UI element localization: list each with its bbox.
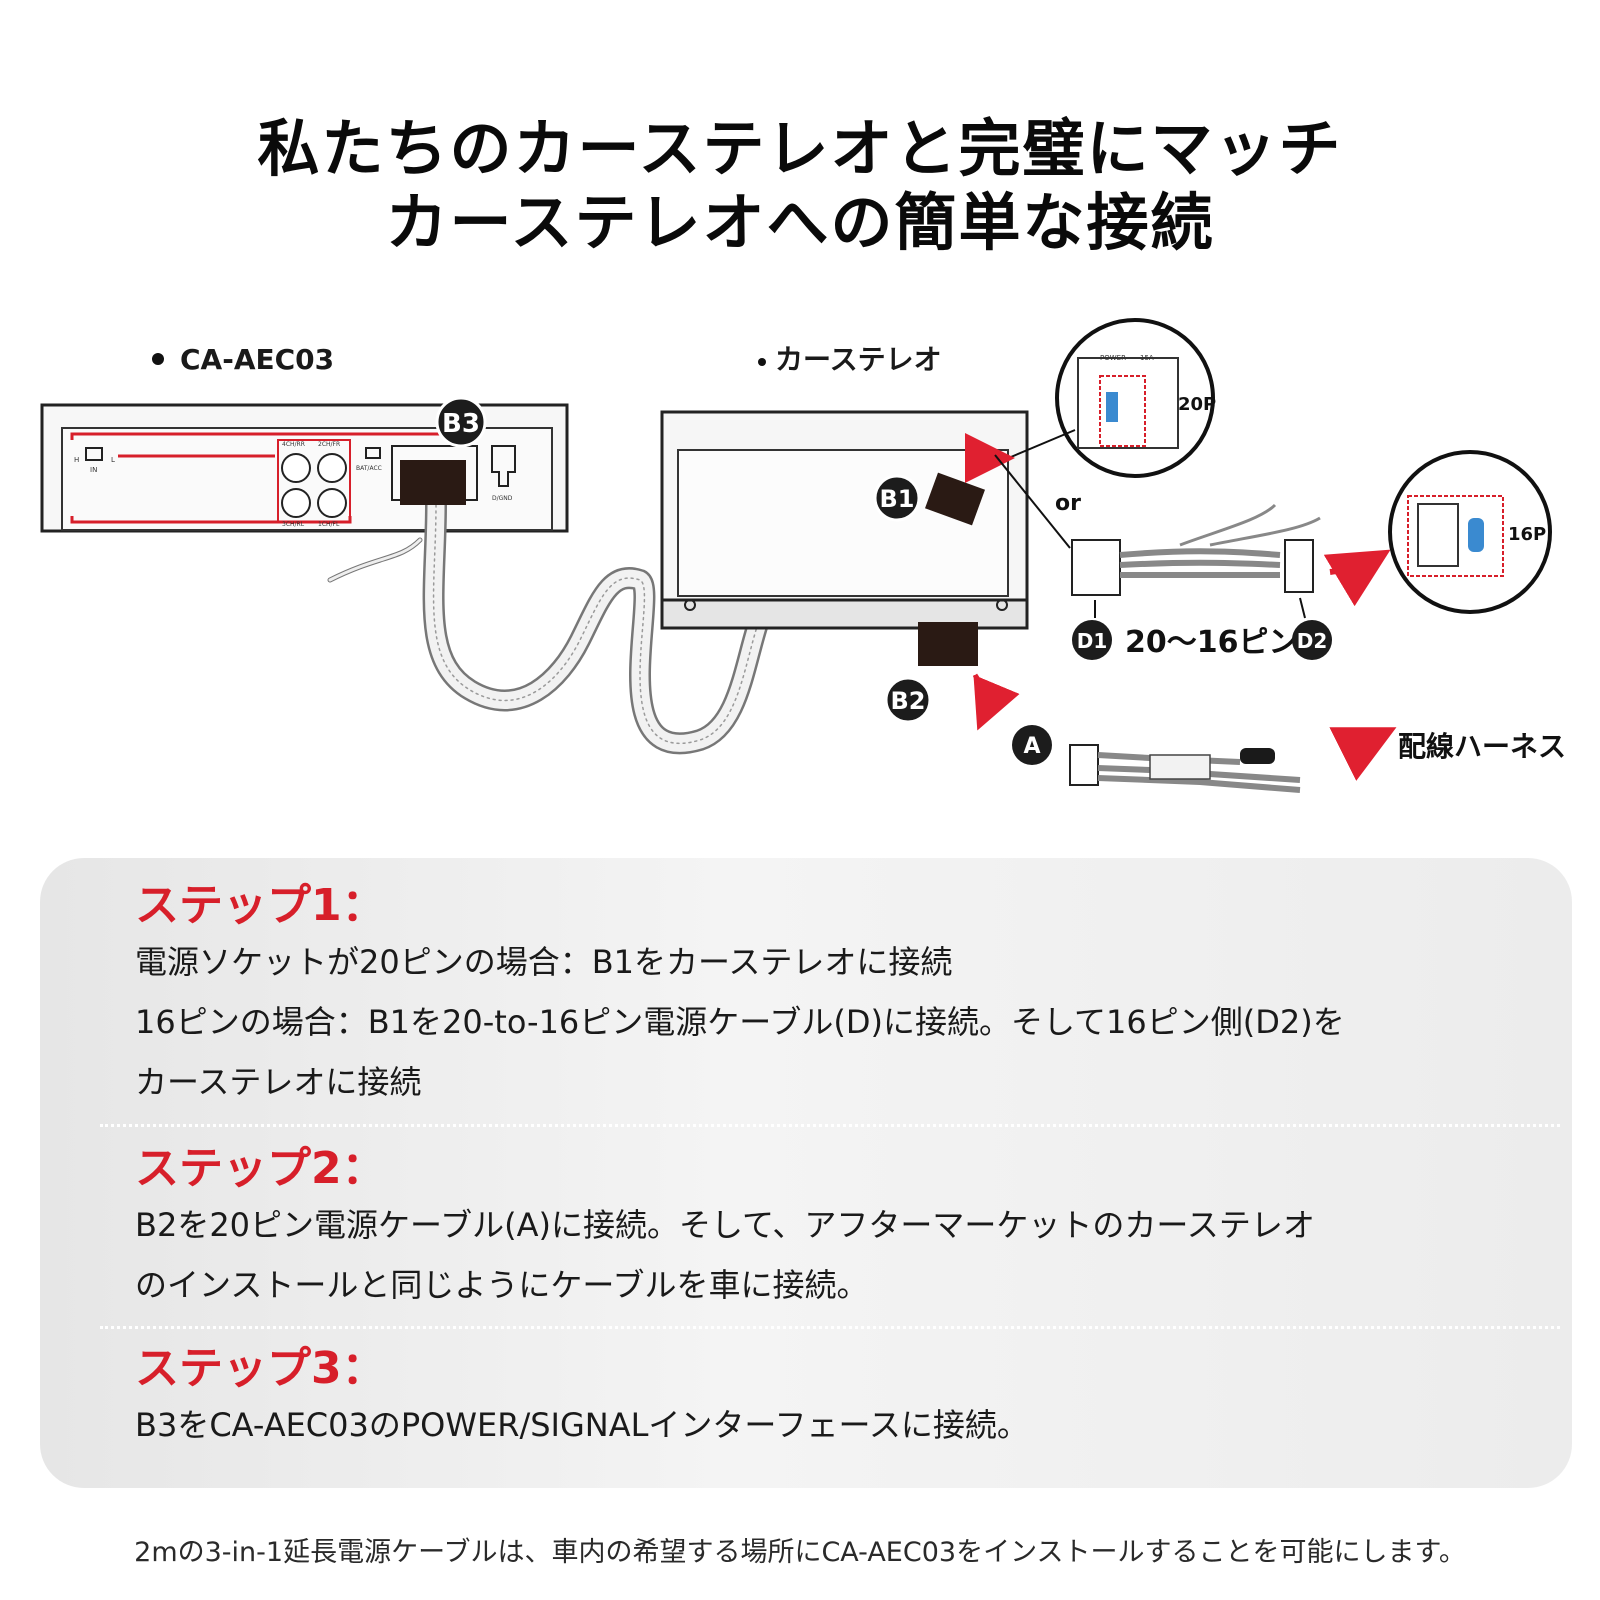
step-2-title: ステップ2： bbox=[135, 1143, 386, 1194]
callout-b3-text: B3 bbox=[442, 409, 480, 439]
port-label-2ch: 2CH/FR bbox=[318, 441, 340, 448]
red-arrow-icon bbox=[1323, 549, 1391, 607]
harness-plug bbox=[1069, 744, 1099, 786]
rca-jack-icon bbox=[281, 488, 311, 518]
adapter-cable: D1 20〜16ピン D2 bbox=[1071, 503, 1391, 660]
zoom-20p: POWER 15A 20P bbox=[964, 318, 1216, 484]
port-label-1ch: 1CH/FL bbox=[318, 521, 340, 528]
callout-d1-text: D1 bbox=[1077, 629, 1108, 653]
step-1-line-3: カーステレオに接続 bbox=[135, 1063, 422, 1101]
adapter-label: 20〜16ピン bbox=[1125, 625, 1299, 660]
socket-frame bbox=[1417, 503, 1459, 567]
device-label: CA-AEC03 bbox=[180, 343, 334, 376]
callout-a bbox=[1012, 725, 1052, 765]
port-label-h: H bbox=[74, 456, 79, 464]
port-label-dgnd: D/GND bbox=[492, 495, 513, 502]
red-arrow-icon bbox=[1329, 727, 1397, 781]
step-2-line-2: のインストールと同じようにケーブルを車に接続。 bbox=[135, 1266, 869, 1304]
pin16-label: 16P bbox=[1508, 524, 1546, 545]
socket-frame bbox=[1077, 357, 1179, 449]
port-label-bat: BAT/ACC bbox=[356, 465, 382, 472]
adapter-plug-d2 bbox=[1284, 539, 1314, 593]
leader-line bbox=[994, 454, 1071, 549]
red-arrow-icon bbox=[972, 673, 1020, 731]
stereo-rear-panel bbox=[677, 449, 1009, 597]
callout-b1-text: B1 bbox=[880, 485, 915, 513]
step-1-line-2: 16ピンの場合：B1を20-to-16ピン電源ケーブル(D)に接続。そして16ピ… bbox=[135, 1003, 1345, 1041]
connection-diagram: CA-AEC03 H L IN 4CH/RR 2CH/FR 3CH/RL 1CH… bbox=[40, 318, 1566, 793]
port-label-l: L bbox=[111, 456, 115, 464]
steps-panel: ステップ1： 電源ソケットが20ピンの場合：B1をカーステレオに接続 16ピンの… bbox=[40, 858, 1572, 1488]
fuse-label: 15A bbox=[1140, 354, 1154, 362]
dotted-divider bbox=[100, 1124, 1560, 1127]
bullet-icon bbox=[758, 358, 766, 366]
switch-icon bbox=[85, 447, 103, 461]
harness-antenna-plug bbox=[1240, 748, 1275, 764]
screw-icon bbox=[996, 599, 1008, 611]
rca-jack-icon bbox=[281, 453, 311, 483]
dotted-divider bbox=[100, 1326, 1560, 1329]
step-2: ステップ2： B2を20ピン電源ケーブル(A)に接続。そして、アフターマーケット… bbox=[135, 1143, 1515, 1315]
callout-b2-text: B2 bbox=[891, 687, 926, 715]
rca-frame bbox=[277, 439, 351, 523]
callout-b2 bbox=[884, 676, 932, 724]
callout-d1 bbox=[1072, 620, 1112, 660]
connector-b3 bbox=[400, 460, 466, 505]
wiring-harness: A 配線ハーネス bbox=[972, 673, 1566, 793]
rca-jack-icon bbox=[317, 488, 347, 518]
callout-b1 bbox=[873, 474, 921, 522]
step-1: ステップ1： 電源ソケットが20ピンの場合：B1をカーステレオに接続 16ピンの… bbox=[135, 880, 1515, 1112]
harness-sleeve bbox=[1149, 754, 1211, 780]
red-highlight bbox=[1099, 375, 1146, 447]
red-highlight bbox=[1407, 495, 1504, 577]
port-label-3ch: 3CH/RL bbox=[282, 521, 305, 528]
acc-switch-icon bbox=[365, 447, 381, 459]
leader-line bbox=[1299, 597, 1306, 619]
step-3: ステップ3： B3をCA-AEC03のPOWER/SIGNALインターフェースに… bbox=[135, 1343, 1515, 1455]
harness-label: 配線ハーネス bbox=[1398, 730, 1566, 763]
callout-b3 bbox=[435, 396, 487, 448]
device-panel bbox=[61, 427, 553, 531]
adapter-plug-d1 bbox=[1071, 539, 1121, 596]
bullet-icon bbox=[152, 353, 164, 365]
headline-line-2: カーステレオへの簡単な接続 bbox=[385, 186, 1215, 259]
port-label-4ch: 4CH/RR bbox=[282, 441, 305, 448]
step-1-title: ステップ1： bbox=[135, 880, 386, 931]
step-3-line-1: B3をCA-AEC03のPOWER/SIGNALインターフェースに接続。 bbox=[135, 1406, 1029, 1444]
footnote: 2mの3-in-1延長電源ケーブルは、車内の希望する場所にCA-AEC03をイン… bbox=[134, 1537, 1466, 1568]
step-3-title: ステップ3： bbox=[135, 1343, 386, 1394]
screw-icon bbox=[684, 599, 696, 611]
ground-terminal-icon bbox=[491, 445, 516, 487]
callout-a-text: A bbox=[1023, 734, 1040, 759]
callout-d2-text: D2 bbox=[1297, 629, 1328, 653]
headline-line-1: 私たちのカーステレオと完璧にマッチ bbox=[257, 112, 1343, 185]
power-label: POWER bbox=[1100, 354, 1126, 362]
red-arrow-icon bbox=[964, 433, 1015, 484]
blue-slot bbox=[1468, 518, 1484, 552]
callout-d2 bbox=[1292, 620, 1332, 660]
port-label-in: IN bbox=[90, 466, 97, 474]
step-2-line-1: B2を20ピン電源ケーブル(A)に接続。そして、アフターマーケットのカーステレオ bbox=[135, 1206, 1315, 1244]
or-label: or bbox=[1055, 491, 1081, 516]
zoom-16p: 16P bbox=[1388, 450, 1552, 614]
rca-jack-icon bbox=[317, 453, 347, 483]
adapter-wires bbox=[1119, 548, 1281, 578]
device-ca-aec03: CA-AEC03 H L IN 4CH/RR 2CH/FR 3CH/RL 1CH… bbox=[40, 343, 569, 533]
blue-slot bbox=[1106, 392, 1118, 422]
stereo-label: カーステレオ bbox=[775, 343, 942, 376]
step-1-line-1: 電源ソケットが20ピンの場合：B1をカーステレオに接続 bbox=[135, 943, 953, 981]
pin20-label: 20P bbox=[1178, 394, 1216, 415]
connector-b2 bbox=[918, 622, 978, 666]
connector-b1 bbox=[925, 472, 985, 526]
adapter-lead bbox=[1179, 503, 1321, 547]
